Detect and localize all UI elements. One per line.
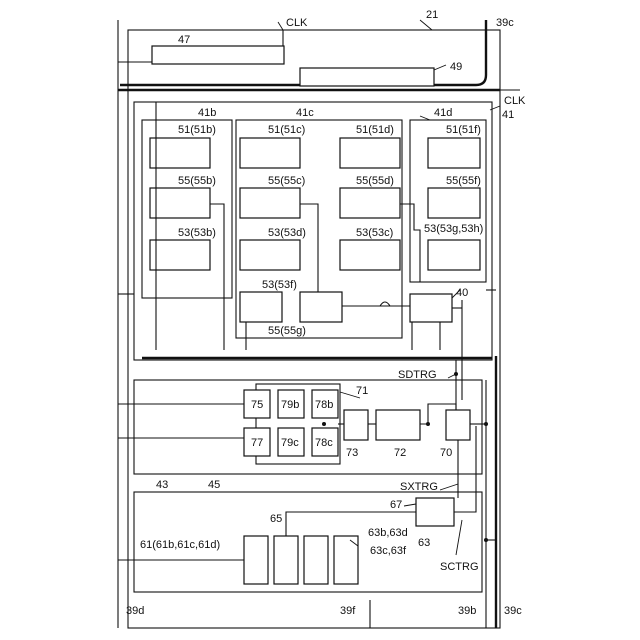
label-71: 71: [356, 385, 368, 397]
label-65: 65: [270, 513, 282, 525]
register-49: [300, 68, 434, 86]
label-21: 21: [426, 9, 438, 21]
label-53b: 53(53b): [178, 227, 216, 239]
label-39d: 39d: [126, 605, 144, 617]
block-53gh: [428, 240, 480, 270]
label-55c: 55(55c): [268, 175, 305, 187]
label-78c: 78c: [315, 437, 333, 449]
label-55d: 55(55d): [356, 175, 394, 187]
label-67: 67: [390, 499, 402, 511]
label-43: 43: [156, 479, 168, 491]
label-39c-bottom: 39c: [504, 605, 522, 617]
label-77: 77: [251, 437, 263, 449]
group-41d: [410, 120, 486, 282]
label-61: 61(61b,61c,61d): [140, 539, 220, 551]
label-sdtrg: SDTRG: [398, 369, 437, 381]
block-55g: [300, 292, 342, 322]
block-51f: [428, 138, 480, 168]
block-73: [344, 410, 368, 440]
label-51d: 51(51d): [356, 124, 394, 136]
block-67: [416, 498, 454, 526]
block-51c: [240, 138, 300, 168]
label-51f: 51(51f): [446, 124, 481, 136]
label-55f: 55(55f): [446, 175, 481, 187]
block-55b: [150, 188, 210, 218]
block-70: [446, 410, 470, 440]
block-55f: [428, 188, 480, 218]
block-53f: [240, 292, 282, 322]
block-53d: [240, 240, 300, 270]
label-63: 63: [418, 537, 430, 549]
label-79c: 79c: [281, 437, 299, 449]
label-51b: 51(51b): [178, 124, 216, 136]
label-72: 72: [394, 447, 406, 459]
label-clk-top: CLK: [286, 17, 308, 29]
label-53c: 53(53c): [356, 227, 393, 239]
block-51d: [340, 138, 400, 168]
register-47: [152, 46, 284, 64]
label-70: 70: [440, 447, 452, 459]
label-49: 49: [450, 61, 462, 73]
block-61: [244, 536, 268, 584]
block-53c: [340, 240, 400, 270]
label-40: 40: [456, 287, 468, 299]
label-39f: 39f: [340, 605, 356, 617]
label-63c63f: 63c,63f: [370, 545, 407, 557]
label-51c: 51(51c): [268, 124, 305, 136]
block-72: [376, 410, 420, 440]
label-45: 45: [208, 479, 220, 491]
label-sxtrg: SXTRG: [400, 481, 438, 493]
label-79b: 79b: [281, 399, 299, 411]
label-75: 75: [251, 399, 263, 411]
label-39b: 39b: [458, 605, 476, 617]
block-40: [410, 294, 452, 322]
frame-43: [134, 380, 482, 474]
label-39c-top: 39c: [496, 17, 514, 29]
block-55d: [340, 188, 400, 218]
label-41d: 41d: [434, 107, 452, 119]
block-51b: [150, 138, 210, 168]
label-53d: 53(53d): [268, 227, 306, 239]
label-55b: 55(55b): [178, 175, 216, 187]
label-41c: 41c: [296, 107, 314, 119]
label-41: 41: [502, 109, 514, 121]
label-53gh: 53(53g,53h): [424, 223, 483, 235]
label-73: 73: [346, 447, 358, 459]
block-63a: [304, 536, 328, 584]
block-55c: [240, 188, 300, 218]
label-53f: 53(53f): [262, 279, 297, 291]
label-78b: 78b: [315, 399, 333, 411]
label-63b63d: 63b,63d: [368, 527, 408, 539]
label-55g: 55(55g): [268, 325, 306, 337]
label-47: 47: [178, 34, 190, 46]
label-41b: 41b: [198, 107, 216, 119]
block-53b: [150, 240, 210, 270]
label-clk-right: CLK: [504, 95, 526, 107]
label-sctrg: SCTRG: [440, 561, 479, 573]
block-65: [274, 536, 298, 584]
